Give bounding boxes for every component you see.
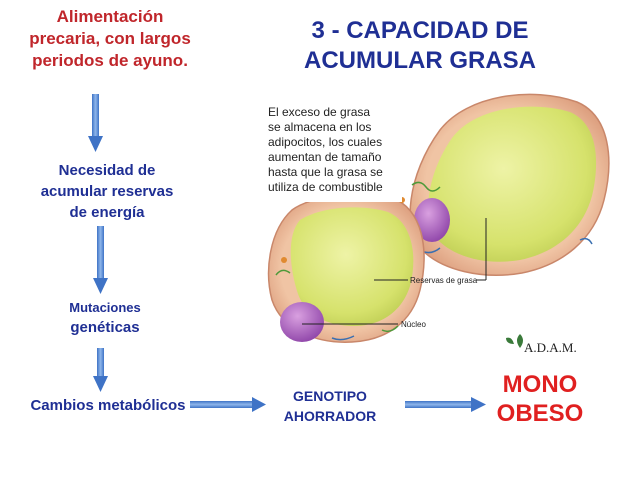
leaf-icon [506, 334, 523, 348]
right-arrow-1 [190, 397, 266, 412]
adipocyte-illustration: El exceso de grasa se almacena en los ad… [262, 90, 610, 355]
large-adipocyte [409, 93, 610, 276]
adam-logo: A.D.A.M. [506, 334, 577, 355]
svg-text:A.D.A.M.: A.D.A.M. [524, 340, 577, 355]
down-arrow-3 [93, 348, 108, 392]
down-arrow-2 [93, 226, 108, 294]
caption-background [262, 90, 402, 202]
svg-text:Núcleo: Núcleo [401, 320, 426, 329]
small-adipocyte [267, 193, 425, 343]
label-fat-reserves: Reservas de grasa [374, 218, 487, 285]
right-arrow-2 [405, 397, 486, 412]
svg-text:se almacena en los: se almacena en los [268, 120, 371, 134]
svg-text:Reservas de grasa: Reservas de grasa [410, 276, 478, 285]
label-nucleus: Núcleo [302, 320, 426, 329]
svg-text:adipocitos, los cuales: adipocitos, los cuales [268, 135, 382, 149]
result-text: MONO OBESO [496, 371, 584, 427]
energy-need-text: Necesidad de acumular reservas de energí… [40, 162, 174, 221]
svg-text:El exceso de grasa: El exceso de grasa [268, 105, 370, 119]
start-condition-text: Alimentación precaria, con largos period… [29, 7, 191, 70]
mutations-text: Mutaciones genéticas [69, 300, 141, 336]
svg-text:utiliza de combustible: utiliza de combustible [268, 180, 383, 194]
svg-text:hasta que la grasa se: hasta que la grasa se [268, 165, 383, 179]
metabolic-changes-text: Cambios metabólicos [30, 397, 186, 414]
svg-text:aumentan de tamaño: aumentan de tamaño [268, 150, 382, 164]
genotype-text: GENOTIPO AHORRADOR [283, 388, 377, 424]
slide-heading: 3 - CAPACIDAD DE ACUMULAR GRASA [304, 17, 536, 74]
down-arrow-1 [88, 94, 103, 152]
caption-text: El exceso de grasa se almacena en los ad… [268, 105, 383, 194]
